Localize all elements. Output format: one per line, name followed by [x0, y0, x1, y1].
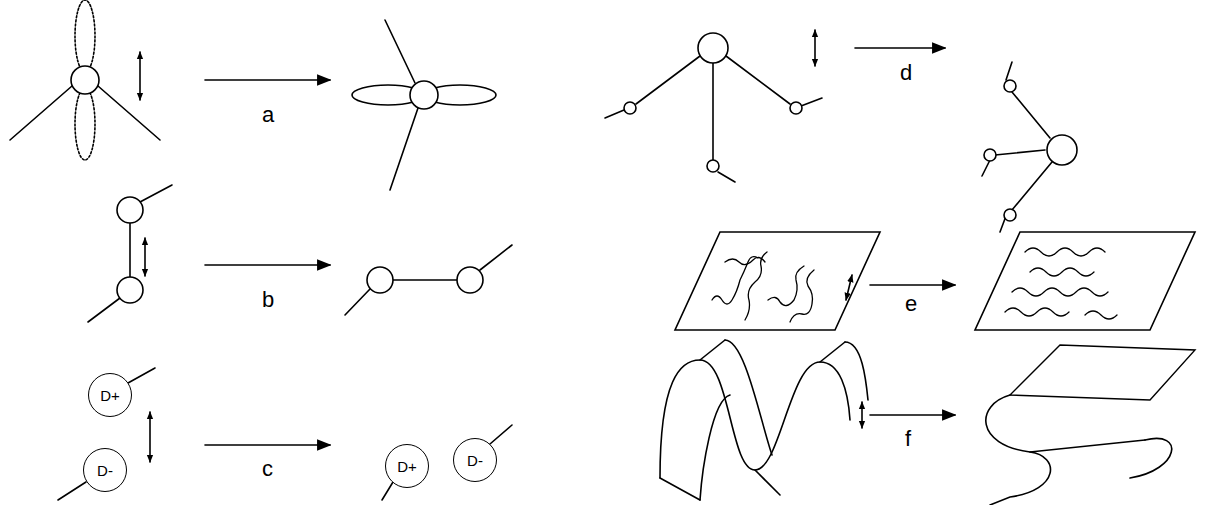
dye-molecule-circle: D+: [385, 444, 429, 488]
panel-letter: c: [262, 458, 273, 480]
charge-label: D-: [97, 462, 113, 479]
panel-letter: e: [905, 293, 917, 315]
charge-label: D+: [100, 387, 120, 404]
panel-letter: f: [905, 428, 911, 450]
panel-letter: d: [900, 62, 912, 84]
charge-label: D+: [397, 458, 417, 475]
panel-letter: b: [262, 289, 274, 311]
dye-molecule-circle: D-: [453, 438, 497, 482]
charge-label: D-: [467, 452, 483, 469]
dye-molecule-circle: D-: [83, 448, 127, 492]
panel-letter: a: [262, 104, 274, 126]
dye-molecule-circle: D+: [88, 373, 132, 417]
